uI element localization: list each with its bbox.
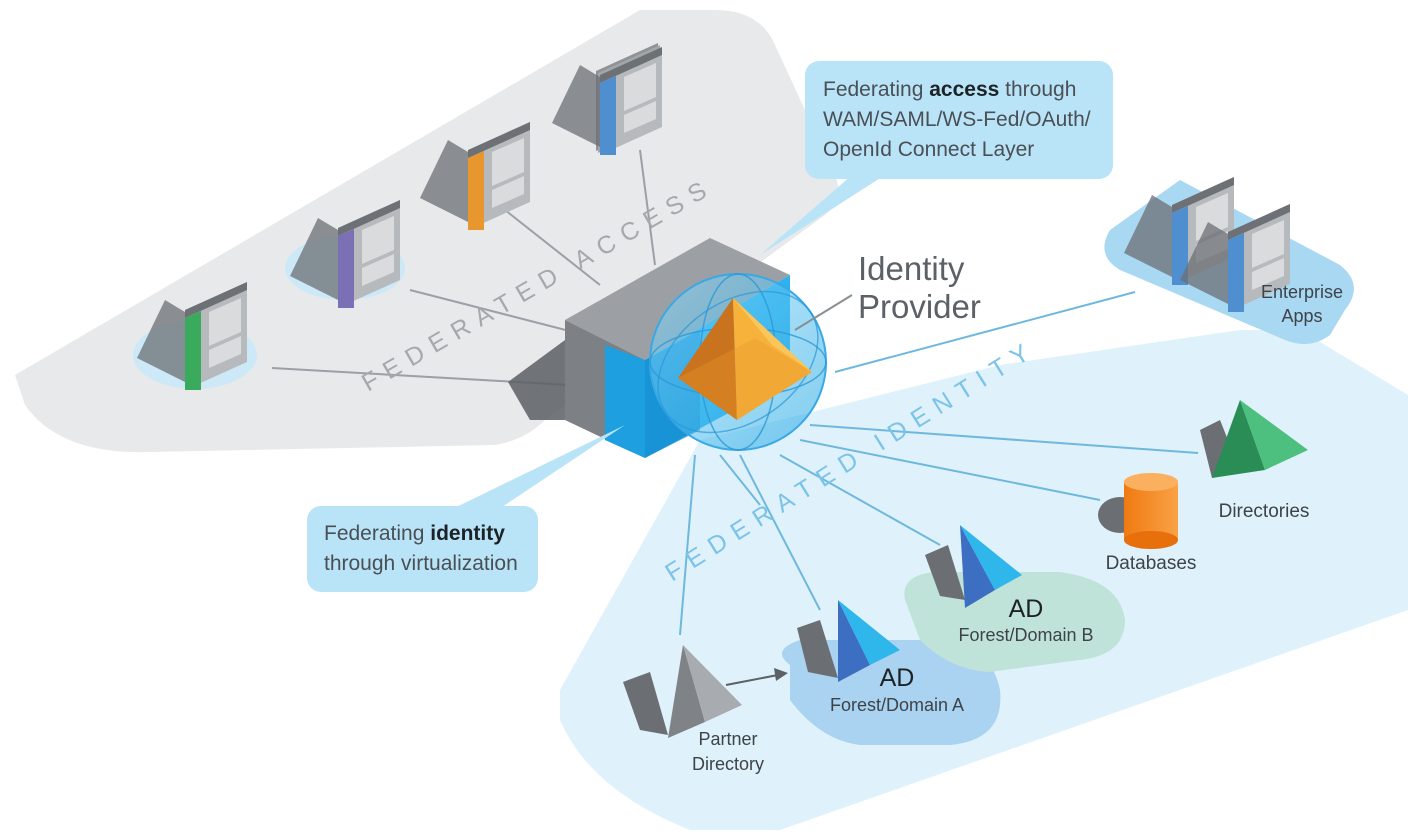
access-callout-pointer xyxy=(760,175,885,255)
app-window-blue-stack xyxy=(552,43,662,155)
partner-arrow-line xyxy=(725,674,779,686)
ad-forest-a-tile xyxy=(782,640,1001,745)
ad-forest-a-subtitle: Forest/Domain A xyxy=(830,695,964,715)
enterprise-apps-label-line1: Enterprise xyxy=(1261,282,1343,302)
enterprise-app-window-1 xyxy=(1124,177,1234,285)
ad-forest-a-icon xyxy=(797,600,900,682)
provider-title-line1: Identity xyxy=(858,250,965,287)
directories-label: Directories xyxy=(1219,501,1310,522)
identity-callout-line1: Federating identity xyxy=(324,519,538,549)
app-window-green xyxy=(137,282,247,390)
access-callout-prefix: Federating xyxy=(823,78,930,101)
ad-forest-a-title: AD xyxy=(880,664,915,692)
access-callout-line3: OpenId Connect Layer xyxy=(823,138,1035,161)
identity-connectors xyxy=(679,291,1199,636)
provider-pointer xyxy=(794,294,853,331)
identity-callout: Federating identity through virtualizati… xyxy=(307,506,538,592)
access-callout-line2: WAM/SAML/WS-Fed/OAuth/ xyxy=(823,108,1091,131)
identity-callout-bold: identity xyxy=(430,522,505,545)
access-callout-line1: Federating access through xyxy=(823,75,1113,105)
access-callout: Federating access through WAM/SAML/WS-Fe… xyxy=(805,61,1113,179)
identity-callout-pointer xyxy=(440,425,625,515)
access-callout-bold: access xyxy=(929,78,1000,101)
directories-icon xyxy=(1200,400,1308,478)
enterprise-app-window-2 xyxy=(1180,204,1290,312)
partner-directory-icon xyxy=(623,645,742,738)
partner-arrow-head xyxy=(774,668,788,681)
identity-pyramid-icon xyxy=(678,298,812,420)
access-callout-suffix: through xyxy=(999,78,1077,101)
identity-callout-line2: through virtualization xyxy=(324,552,518,575)
ad-forest-b-subtitle: Forest/Domain B xyxy=(958,625,1093,645)
app-window-orange xyxy=(420,122,530,230)
databases-label: Databases xyxy=(1106,553,1197,574)
app-window-purple xyxy=(290,200,400,308)
partner-directory-label-line1: Partner xyxy=(698,729,757,749)
ad-forest-b-title: AD xyxy=(1009,595,1044,623)
enterprise-apps-label-line2: Apps xyxy=(1281,306,1322,326)
provider-title-line2: Provider xyxy=(858,288,981,325)
partner-directory-label-line2: Directory xyxy=(692,754,764,774)
databases-icon xyxy=(1098,473,1178,549)
identity-callout-prefix: Federating xyxy=(324,522,431,545)
ad-forest-b-icon xyxy=(925,525,1022,608)
